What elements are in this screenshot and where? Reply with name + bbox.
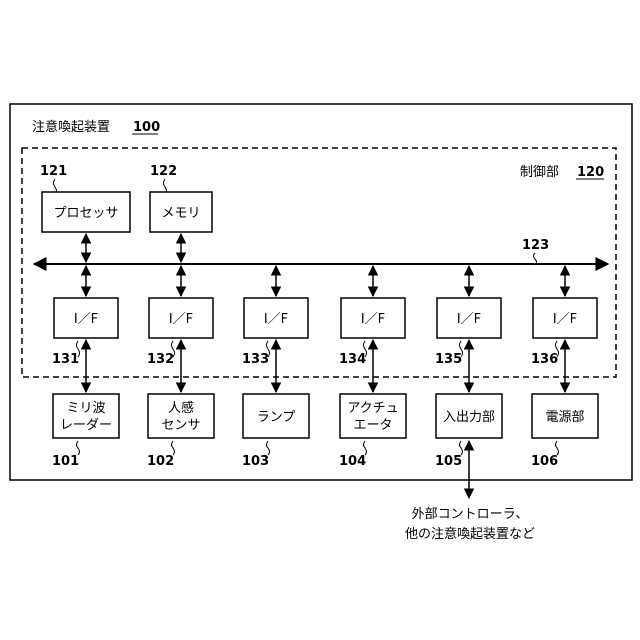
interface-label: I／F	[264, 312, 288, 327]
device-label-line1: アクチュ	[347, 401, 398, 416]
device-label-line2: レーダー	[60, 418, 112, 433]
control-box	[22, 148, 616, 377]
memory-ref: 122	[150, 164, 177, 179]
device-leader	[556, 441, 559, 455]
interface-label: I／F	[361, 312, 385, 327]
device-label: ランプ	[257, 410, 296, 425]
device-leader	[267, 441, 270, 455]
device-label: 注意喚起装置	[32, 119, 110, 135]
device-label-line2: センサ	[161, 418, 200, 433]
interface-label: I／F	[74, 312, 98, 327]
device-label: 入出力部	[443, 410, 495, 425]
device-label-line1: 人感	[168, 400, 194, 416]
interface-ref: 135	[435, 352, 462, 367]
control-ref: 120	[577, 165, 604, 180]
memory-label: メモリ	[161, 206, 200, 221]
device-label-line1: ミリ波	[66, 401, 105, 416]
external-label-line2: 他の注意喚起装置など	[405, 526, 535, 542]
processor-ref: 121	[40, 164, 67, 179]
interface-label: I／F	[169, 312, 193, 327]
device-leader	[77, 441, 80, 455]
device-label-line2: エータ	[353, 418, 392, 433]
device-ref: 104	[339, 454, 366, 469]
interface-ref: 133	[242, 352, 269, 367]
device-ref: 106	[531, 454, 558, 469]
device-ref: 103	[242, 454, 269, 469]
interface-label: I／F	[553, 312, 577, 327]
device-leader	[460, 441, 463, 455]
control-label: 制御部	[520, 165, 559, 180]
interface-ref: 132	[147, 352, 174, 367]
device-ref: 101	[52, 454, 79, 469]
interface-ref: 134	[339, 352, 366, 367]
device-leader	[172, 441, 175, 455]
external-label-line1: 外部コントローラ、	[412, 507, 529, 522]
device-ref: 102	[147, 454, 174, 469]
device-ref: 105	[435, 454, 462, 469]
processor-label: プロセッサ	[53, 206, 118, 221]
device-ref: 100	[133, 120, 160, 135]
interface-label: I／F	[457, 312, 481, 327]
bus-ref: 123	[522, 238, 549, 253]
interface-ref: 131	[52, 352, 79, 367]
device-leader	[364, 441, 367, 455]
interface-ref: 136	[531, 352, 558, 367]
device-label: 電源部	[545, 410, 584, 425]
